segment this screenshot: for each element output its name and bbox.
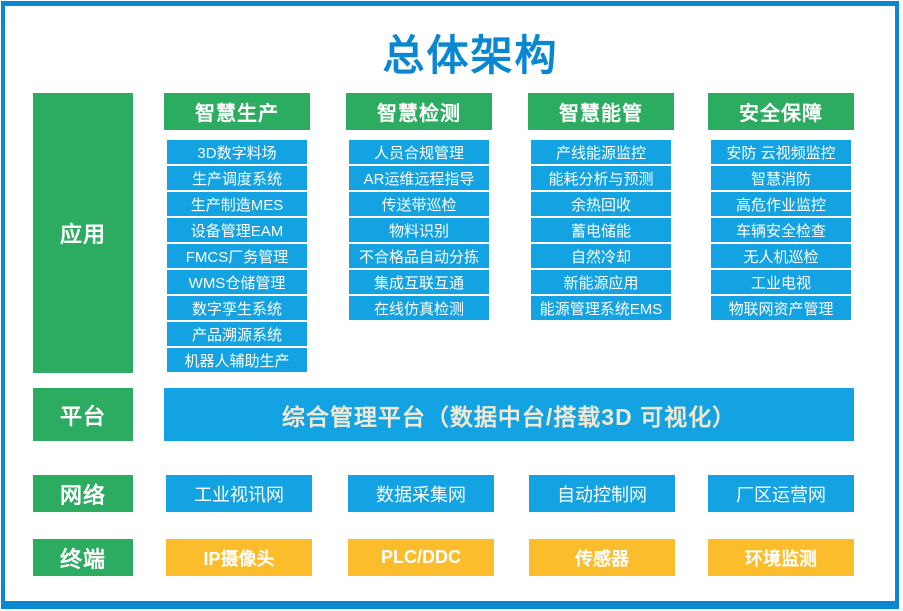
app-item: 不合格品自动分拣 — [349, 244, 489, 268]
app-item: 传送带巡检 — [349, 192, 489, 216]
column-smart-energy: 智慧能管 产线能源监控 能耗分析与预测 余热回收 蓄电储能 自然冷却 新能源应用… — [528, 93, 674, 320]
app-item: WMS仓储管理 — [167, 270, 307, 294]
item-list-smart-production: 3D数字料场 生产调度系统 生产制造MES 设备管理EAM FMCS厂务管理 W… — [167, 140, 307, 372]
column-safety-assurance: 安全保障 安防 云视频监控 智慧消防 高危作业监控 车辆安全检查 无人机巡检 工… — [708, 93, 854, 320]
app-item: 产品溯源系统 — [167, 322, 307, 346]
app-item: 能耗分析与预测 — [531, 166, 671, 190]
terminal-box-sensor: 传感器 — [529, 539, 675, 576]
terminal-box-ip-camera: IP摄像头 — [166, 539, 312, 576]
app-item: 安防 云视频监控 — [711, 140, 851, 164]
app-item: 余热回收 — [531, 192, 671, 216]
app-item: 新能源应用 — [531, 270, 671, 294]
app-item: 生产制造MES — [167, 192, 307, 216]
column-smart-production: 智慧生产 3D数字料场 生产调度系统 生产制造MES 设备管理EAM FMCS厂… — [164, 93, 310, 372]
terminal-box-plc-ddc: PLC/DDC — [348, 539, 494, 576]
app-item: AR运维远程指导 — [349, 166, 489, 190]
app-item: 生产调度系统 — [167, 166, 307, 190]
app-item: 3D数字料场 — [167, 140, 307, 164]
app-item: 数字孪生系统 — [167, 296, 307, 320]
row-label-network: 网络 — [33, 475, 133, 512]
item-list-smart-inspection: 人员合规管理 AR运维远程指导 传送带巡检 物料识别 不合格品自动分拣 集成互联… — [349, 140, 489, 320]
platform-bar: 综合管理平台（数据中台/搭载3D 可视化） — [164, 388, 854, 441]
terminal-box-env-monitor: 环境监测 — [708, 539, 854, 576]
column-header-smart-production: 智慧生产 — [164, 93, 310, 130]
column-header-smart-energy: 智慧能管 — [528, 93, 674, 130]
app-item: 自然冷却 — [531, 244, 671, 268]
app-item: 物联网资产管理 — [711, 296, 851, 320]
row-label-terminal: 终端 — [33, 539, 133, 576]
app-item: 集成互联互通 — [349, 270, 489, 294]
page-title: 总体架构 — [382, 32, 559, 79]
network-box-data-collection: 数据采集网 — [348, 475, 494, 512]
app-item: 在线仿真检测 — [349, 296, 489, 320]
item-list-smart-energy: 产线能源监控 能耗分析与预测 余热回收 蓄电储能 自然冷却 新能源应用 能源管理… — [531, 140, 671, 320]
app-item: 能源管理系统EMS — [531, 296, 671, 320]
network-box-auto-control: 自动控制网 — [529, 475, 675, 512]
app-item: 机器人辅助生产 — [167, 348, 307, 372]
app-item: 设备管理EAM — [167, 218, 307, 242]
app-item: 物料识别 — [349, 218, 489, 242]
network-box-video: 工业视讯网 — [166, 475, 312, 512]
row-label-platform: 平台 — [33, 388, 133, 441]
app-item: 工业电视 — [711, 270, 851, 294]
app-item: 产线能源监控 — [531, 140, 671, 164]
column-header-smart-inspection: 智慧检测 — [346, 93, 492, 130]
app-item: 蓄电储能 — [531, 218, 671, 242]
app-item: 人员合规管理 — [349, 140, 489, 164]
app-item: 高危作业监控 — [711, 192, 851, 216]
item-list-safety-assurance: 安防 云视频监控 智慧消防 高危作业监控 车辆安全检查 无人机巡检 工业电视 物… — [711, 140, 851, 320]
network-box-factory-operation: 厂区运营网 — [708, 475, 854, 512]
row-label-application: 应用 — [33, 93, 133, 373]
column-header-safety-assurance: 安全保障 — [708, 93, 854, 130]
app-item: FMCS厂务管理 — [167, 244, 307, 268]
column-smart-inspection: 智慧检测 人员合规管理 AR运维远程指导 传送带巡检 物料识别 不合格品自动分拣… — [346, 93, 492, 320]
app-item: 智慧消防 — [711, 166, 851, 190]
app-item: 无人机巡检 — [711, 244, 851, 268]
app-item: 车辆安全检查 — [711, 218, 851, 242]
